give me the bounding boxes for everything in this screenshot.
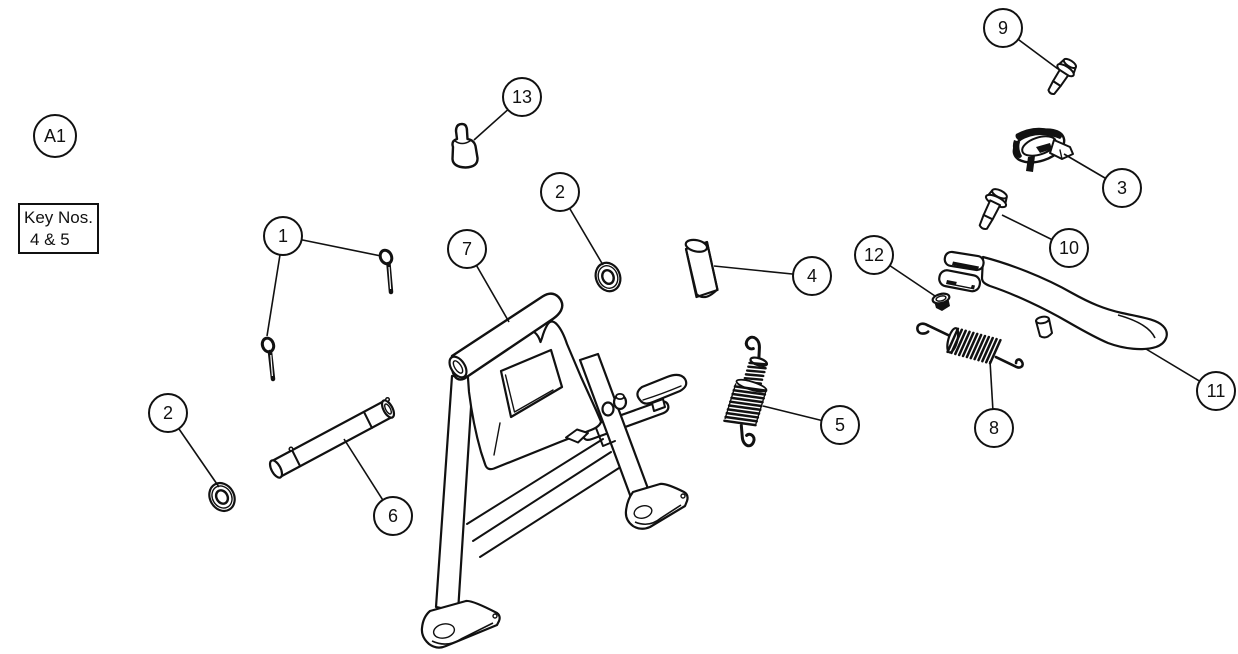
balloon-3[interactable]: 3 — [1102, 168, 1142, 208]
balloon-label: 10 — [1059, 238, 1079, 258]
part-drawing-grommet — [931, 292, 951, 311]
balloon-13[interactable]: 13 — [502, 77, 542, 117]
balloon-circle[interactable] — [792, 256, 832, 296]
part-drawing-washer-upper — [594, 261, 622, 293]
balloon-label: 1 — [278, 226, 288, 246]
balloon-2-upper[interactable]: 2 — [540, 172, 580, 212]
part-drawing-bolt-10 — [978, 188, 1008, 230]
balloon-label: 9 — [998, 18, 1008, 38]
balloon-label: 2 — [163, 403, 173, 423]
balloon-circle[interactable] — [148, 393, 188, 433]
balloon-label: 3 — [1117, 178, 1127, 198]
balloon-circle[interactable] — [854, 235, 894, 275]
part-drawing-washer-left — [208, 481, 236, 513]
balloon-12[interactable]: 12 — [854, 235, 894, 275]
balloon-label: A1 — [44, 126, 66, 146]
balloon-5[interactable]: 5 — [820, 405, 860, 445]
balloon-label: 8 — [989, 418, 999, 438]
balloon-circle[interactable] — [820, 405, 860, 445]
balloon-label: 5 — [835, 415, 845, 435]
balloon-label: 2 — [555, 182, 565, 202]
balloon-circle[interactable] — [263, 216, 303, 256]
balloon-circle[interactable] — [502, 77, 542, 117]
part-drawing-center-stand-spring — [723, 335, 768, 448]
balloon-label: 4 — [807, 266, 817, 286]
part-drawing-bracket — [1012, 127, 1074, 172]
key-note-line1: Key Nos. — [24, 208, 93, 227]
balloon-circle[interactable] — [1049, 228, 1089, 268]
balloon-6[interactable]: 6 — [373, 496, 413, 536]
part-drawing-side-stand-spring — [916, 322, 1024, 369]
part-drawing-pivot-rod — [268, 396, 396, 479]
balloon-11[interactable]: 11 — [1196, 371, 1236, 411]
balloon-circle[interactable] — [983, 8, 1023, 48]
balloon-2-left[interactable]: 2 — [148, 393, 188, 433]
balloon-7[interactable]: 7 — [447, 229, 487, 269]
key-note-line2: 4 & 5 — [30, 230, 70, 249]
balloon-8[interactable]: 8 — [974, 408, 1014, 448]
balloon-circle[interactable] — [373, 496, 413, 536]
balloon-label: 11 — [1207, 381, 1226, 401]
balloon-circle[interactable] — [1196, 371, 1236, 411]
balloon-4[interactable]: 4 — [792, 256, 832, 296]
balloon-label: 12 — [864, 245, 884, 265]
part-drawing-rubber-stop — [451, 122, 479, 169]
balloon-label: 7 — [462, 239, 472, 259]
part-drawing-center-stand — [420, 292, 689, 649]
part-drawing-spacer-tube — [684, 238, 719, 299]
balloon-circle[interactable] — [974, 408, 1014, 448]
balloon-9[interactable]: 9 — [983, 8, 1023, 48]
balloon-reference-a1[interactable]: A1 — [33, 114, 77, 158]
part-drawing-cotter-pins — [260, 248, 394, 382]
part-drawing-bolt-9 — [1047, 57, 1077, 95]
balloon-circle[interactable] — [33, 114, 77, 158]
balloon-circle[interactable] — [1102, 168, 1142, 208]
balloon-label: 13 — [512, 87, 532, 107]
balloon-circle[interactable] — [540, 172, 580, 212]
balloon-circle[interactable] — [447, 229, 487, 269]
key-note-box: Key Nos. 4 & 5 — [18, 203, 99, 254]
part-drawing-side-stand — [938, 250, 1168, 351]
balloon-10[interactable]: 10 — [1049, 228, 1089, 268]
balloon-label: 6 — [388, 506, 398, 526]
balloon-1[interactable]: 1 — [263, 216, 303, 256]
